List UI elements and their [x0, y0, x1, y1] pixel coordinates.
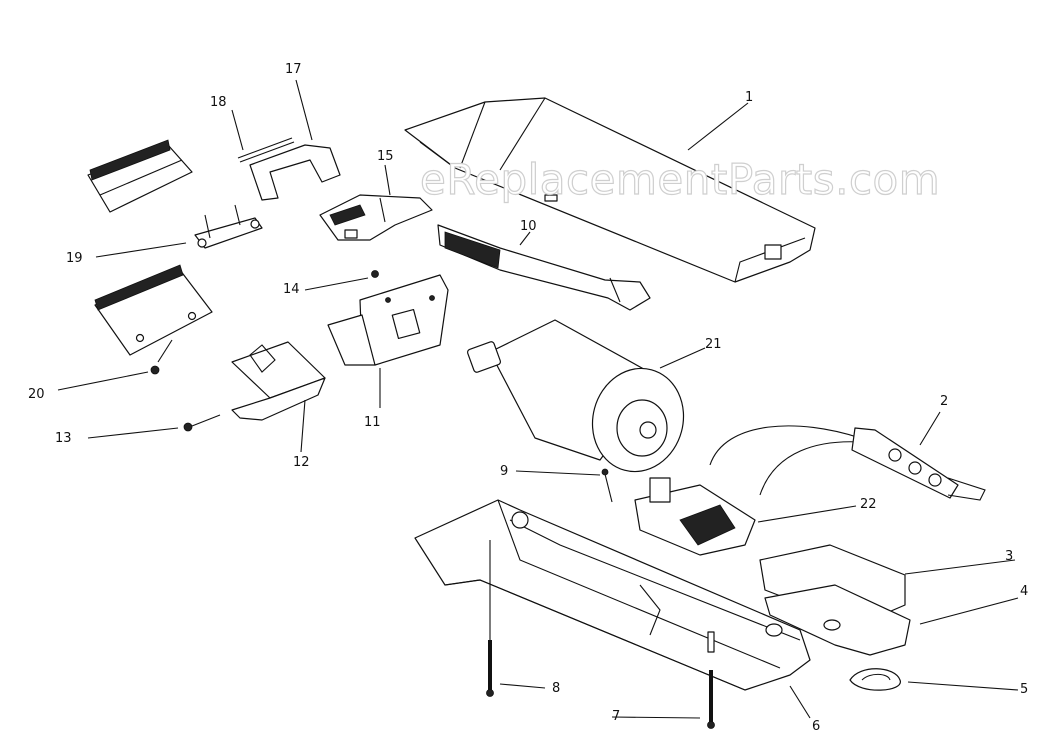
watermark-text: eReplacementParts.com: [420, 155, 940, 204]
callout-2: 2: [940, 394, 948, 409]
part-5-hanging-ring: [849, 668, 901, 691]
part-2-power-cord: [709, 425, 986, 501]
part-6-bottom-housing: [414, 499, 811, 691]
part-17-spring: [249, 144, 341, 201]
part-14-screw: [371, 270, 379, 278]
callout-labels: 1 2 3 4 5 6 7 8 9 10 11 12 13 14 15 17 1…: [28, 62, 1028, 734]
part-21-motor: [466, 319, 685, 473]
part-9-screw: [601, 468, 613, 503]
callout-22: 22: [860, 497, 877, 512]
part-7-screw: [707, 670, 715, 729]
part-4-gasket: [764, 584, 911, 656]
callout-4: 4: [1020, 584, 1028, 599]
part-13-screw: [183, 414, 221, 432]
callout-17: 17: [285, 62, 302, 77]
callout-7: 7: [612, 709, 620, 724]
callout-13: 13: [55, 431, 72, 446]
callout-20: 20: [28, 387, 45, 402]
part-1-top-cover: [404, 97, 816, 283]
callout-11: 11: [364, 415, 381, 430]
callout-6: 6: [812, 719, 820, 734]
callout-15: 15: [377, 149, 394, 164]
part-12-bracket: [231, 341, 326, 421]
callout-18: 18: [210, 95, 227, 110]
part-8-screw: [486, 540, 494, 697]
callout-19: 19: [66, 251, 83, 266]
callout-8: 8: [552, 681, 560, 696]
callout-1: 1: [745, 90, 753, 105]
callout-12: 12: [293, 455, 310, 470]
part-18-strip: [237, 137, 295, 163]
part-20-screw: [150, 339, 173, 375]
part-10-slider: [437, 224, 651, 311]
part-11-mount-plate: [327, 274, 449, 366]
callout-21: 21: [705, 337, 722, 352]
callout-14: 14: [283, 282, 300, 297]
leader-lines: [57, 79, 1019, 719]
callout-3: 3: [1005, 549, 1013, 564]
part-22-switch: [634, 477, 756, 556]
lower-blade: [94, 264, 213, 356]
callout-5: 5: [1020, 682, 1028, 697]
part-19-clip: [194, 204, 263, 249]
callout-9: 9: [500, 464, 508, 479]
upper-blade: [87, 139, 193, 213]
callout-10: 10: [520, 219, 537, 234]
part-15-blade-holder: [319, 194, 433, 241]
